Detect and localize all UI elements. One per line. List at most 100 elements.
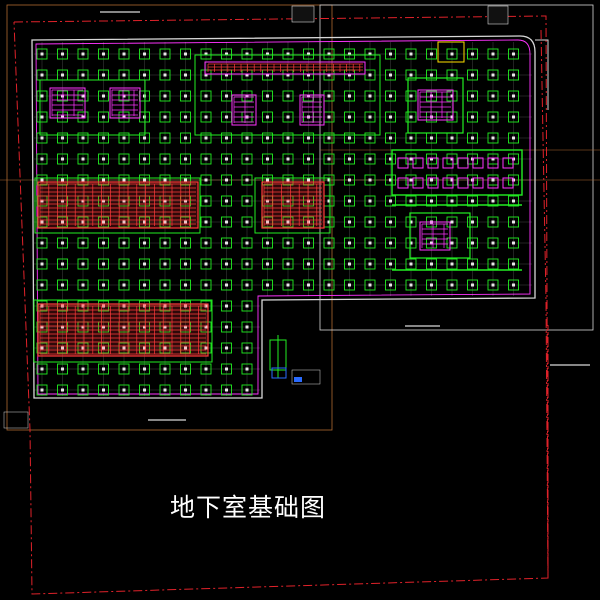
pile-cap xyxy=(467,279,478,291)
pile-cap xyxy=(221,132,232,144)
pile-cap xyxy=(487,258,499,270)
pile-cap xyxy=(446,90,458,102)
pile-cap xyxy=(364,153,376,165)
pile-column xyxy=(450,94,454,98)
pile-column xyxy=(81,199,85,203)
pile-cap xyxy=(508,132,519,144)
pile-column xyxy=(102,367,105,371)
pile-column xyxy=(450,52,454,56)
pile-column xyxy=(122,367,126,371)
pile-cap xyxy=(200,258,212,270)
pile-cap xyxy=(241,48,253,60)
podium-cap xyxy=(457,157,469,169)
pile-cap xyxy=(508,48,519,60)
pile-column xyxy=(143,157,146,161)
pile-column xyxy=(266,94,269,98)
pile-cap xyxy=(36,258,48,270)
pile-cap xyxy=(467,69,478,81)
pile-column xyxy=(184,199,187,203)
pile-cap xyxy=(200,90,212,102)
pile-column xyxy=(266,52,269,56)
pile-column xyxy=(122,388,126,392)
pile-column xyxy=(491,220,495,224)
pile-cap xyxy=(508,111,519,123)
pile-column xyxy=(225,178,228,182)
pile-cap xyxy=(405,237,417,249)
pile-column xyxy=(409,241,413,245)
pile-column xyxy=(286,94,290,98)
pile-cap xyxy=(344,174,355,186)
pile-cap xyxy=(405,216,417,228)
pile-cap xyxy=(57,384,68,396)
pile-column xyxy=(40,73,44,77)
pile-column xyxy=(122,262,126,266)
pile-column xyxy=(348,178,351,182)
pile-column xyxy=(163,283,167,287)
pile-cap xyxy=(221,153,232,165)
pile-cap xyxy=(118,132,130,144)
pile-column xyxy=(40,115,44,119)
pile-cap xyxy=(467,111,478,123)
podium-cap xyxy=(502,157,514,169)
pile-column xyxy=(286,136,290,140)
pile-cap xyxy=(426,69,437,81)
pile-cap xyxy=(180,90,191,102)
pile-column xyxy=(266,262,269,266)
pile-cap xyxy=(159,384,171,396)
pile-cap xyxy=(282,153,294,165)
pile-cap xyxy=(241,321,253,333)
pile-column xyxy=(348,199,351,203)
zone-tower-d xyxy=(254,177,331,234)
pile-cap xyxy=(98,258,109,270)
pile-cap xyxy=(36,48,48,60)
pile-cap xyxy=(508,195,519,207)
pile-column xyxy=(204,199,208,203)
pile-column xyxy=(430,136,433,140)
pile-cap xyxy=(36,237,48,249)
pile-cap xyxy=(57,174,68,186)
pile-cap xyxy=(323,48,335,60)
drawing-title: 地下室基础图 xyxy=(170,493,327,522)
pile-column xyxy=(430,94,433,98)
pile-column xyxy=(102,115,105,119)
pile-cap xyxy=(159,90,171,102)
site-boundary-line xyxy=(13,15,549,595)
pile-column xyxy=(143,199,146,203)
pile-column xyxy=(225,283,228,287)
pile-cap xyxy=(57,258,68,270)
pile-column xyxy=(225,52,228,56)
podium-cap xyxy=(487,157,499,169)
pile-cap xyxy=(508,216,519,228)
pile-cap xyxy=(303,48,314,60)
podium-cap xyxy=(427,177,439,189)
pile-cap xyxy=(118,384,130,396)
pile-column xyxy=(491,136,495,140)
pile-column xyxy=(245,241,249,245)
pile-cap xyxy=(77,90,89,102)
pile-column xyxy=(266,157,269,161)
pile-column xyxy=(81,220,85,224)
pile-cap xyxy=(467,90,478,102)
beam-strip-b xyxy=(204,61,366,75)
pile-column xyxy=(143,325,146,329)
pile-cap xyxy=(344,216,355,228)
pile-column xyxy=(61,283,64,287)
pile-column xyxy=(348,157,351,161)
pile-cap xyxy=(426,258,437,270)
pile-column xyxy=(184,346,187,350)
pile-column xyxy=(491,115,495,119)
pile-column xyxy=(348,52,351,56)
pile-column xyxy=(184,94,187,98)
pile-column xyxy=(450,199,454,203)
pile-cap xyxy=(405,195,417,207)
pile-column xyxy=(204,157,208,161)
basement-outline xyxy=(31,35,536,399)
pile-column xyxy=(225,346,228,350)
pile-column xyxy=(204,220,208,224)
pile-cap xyxy=(487,48,499,60)
podium-cap xyxy=(427,157,439,169)
pile-column xyxy=(40,136,44,140)
pile-cap xyxy=(36,279,48,291)
pile-cap xyxy=(118,237,130,249)
pile-cap xyxy=(344,111,355,123)
